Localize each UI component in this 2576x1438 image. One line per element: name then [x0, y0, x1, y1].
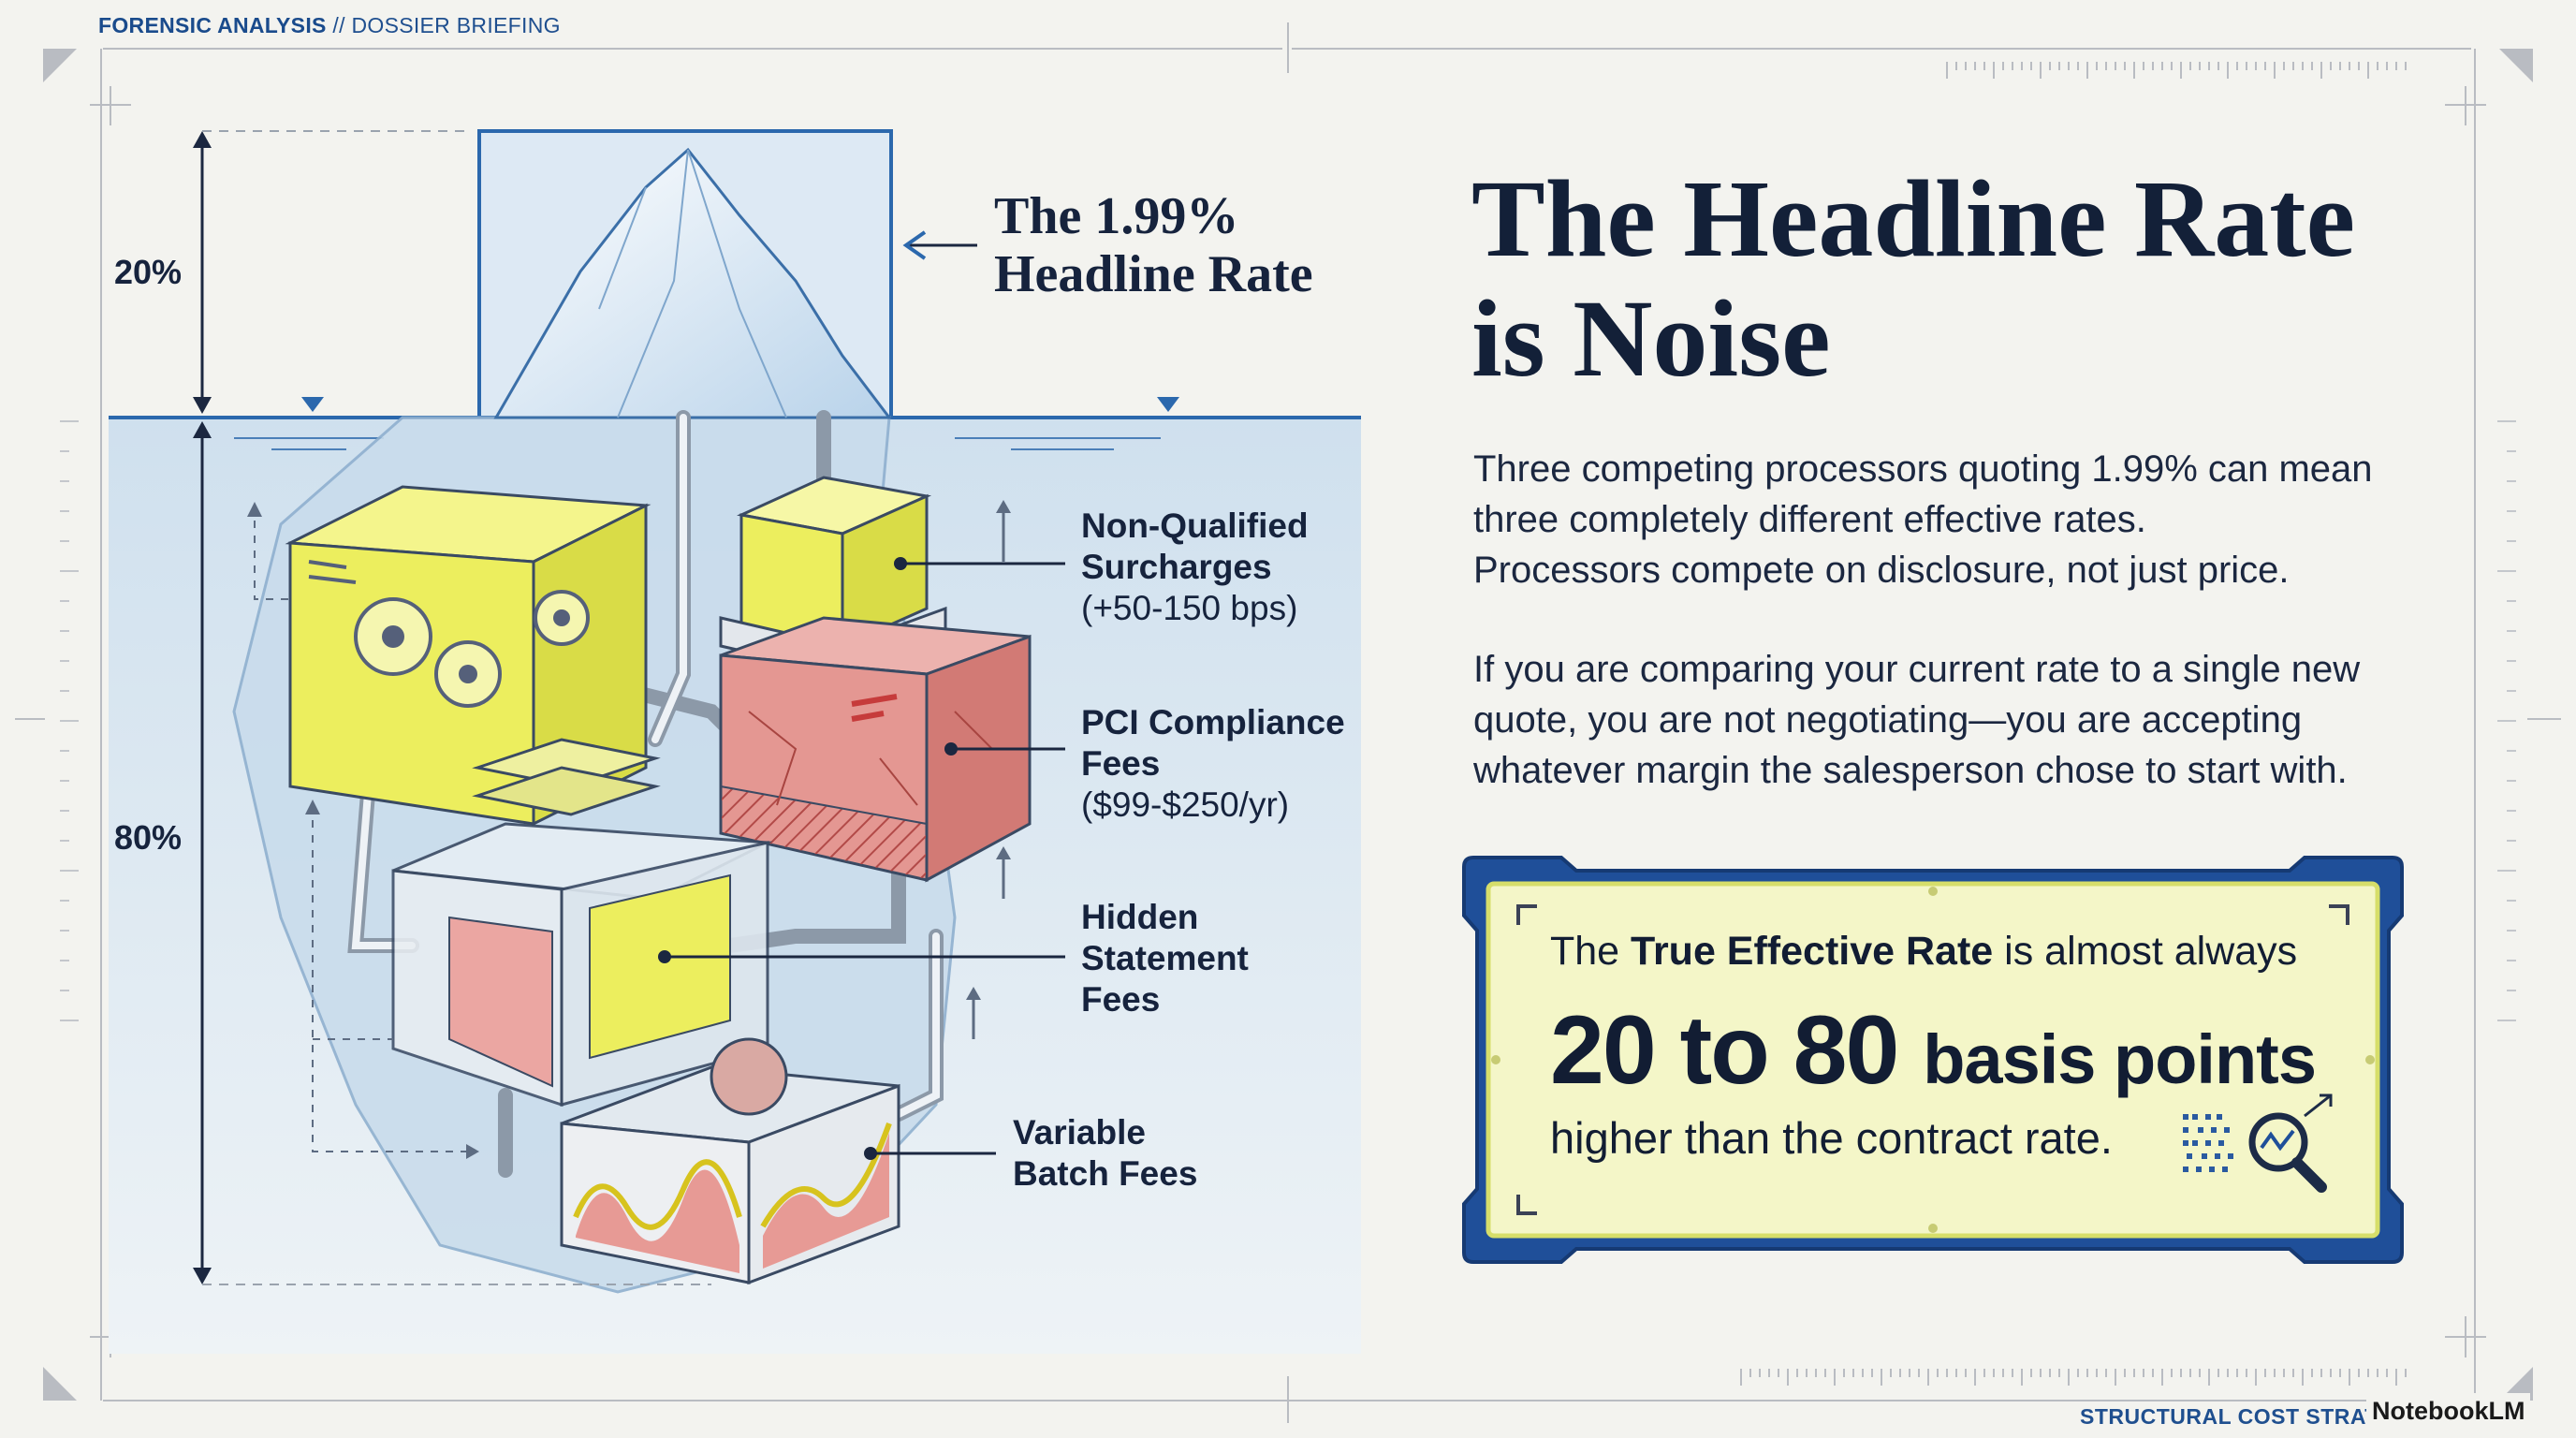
header-subsection: DOSSIER BRIEFING — [351, 13, 561, 37]
header-section: FORENSIC ANALYSIS — [98, 13, 327, 37]
fee-label-hidden-statement: Hidden Statement Fees — [1081, 898, 1249, 1019]
true-rate-callout-box — [1462, 856, 2404, 1264]
callout-big-unit: basis points — [1923, 1020, 2317, 1098]
section-header: FORENSIC ANALYSIS // DOSSIER BRIEFING — [98, 13, 561, 38]
paragraph-processors: Three competing processors quoting 1.99%… — [1473, 448, 2373, 591]
callout-tail: higher than the contract rate. — [1550, 1113, 2113, 1163]
page-title: The Headline Rate is Noise — [1471, 159, 2408, 399]
brand-badge: NotebookLM — [2366, 1393, 2531, 1429]
headline-callout-line: Headline Rate — [994, 245, 1313, 303]
headline-rate-callout: The 1.99% Headline Rate — [994, 187, 1368, 303]
callout-big-value: 20 to 80 basis points — [1550, 996, 2317, 1105]
paragraph-negotiating: If you are comparing your current rate t… — [1473, 649, 2361, 791]
footer-label: STRUCTURAL COST STRAT — [2080, 1404, 2378, 1429]
headline-callout-line: The 1.99% — [994, 187, 1239, 245]
fee-label-variable-batch: Variable Batch Fees — [1013, 1113, 1198, 1193]
header-separator: // — [332, 13, 345, 37]
iceberg-tip — [493, 147, 893, 419]
title-line: The Headline Rate — [1471, 157, 2355, 280]
brand-name: NotebookLM — [2372, 1397, 2525, 1425]
below-water-percentage: 80% — [114, 818, 183, 857]
title-line: is Noise — [1471, 277, 1831, 400]
callout-emphasis: True Effective Rate — [1631, 929, 1994, 974]
above-water-percentage: 20% — [114, 253, 183, 291]
fee-label-non-qualified: Non-Qualified Surcharges (+50-150 bps) — [1081, 506, 1309, 627]
waterline-marker — [1157, 397, 1179, 412]
magnifier-icon — [2248, 1093, 2333, 1193]
waterline-marker — [301, 397, 324, 412]
fee-label-pci-compliance: PCI Compliance Fees ($99-$250/yr) — [1081, 703, 1345, 824]
callout-lead: The True Effective Rate is almost always — [1550, 929, 2298, 974]
